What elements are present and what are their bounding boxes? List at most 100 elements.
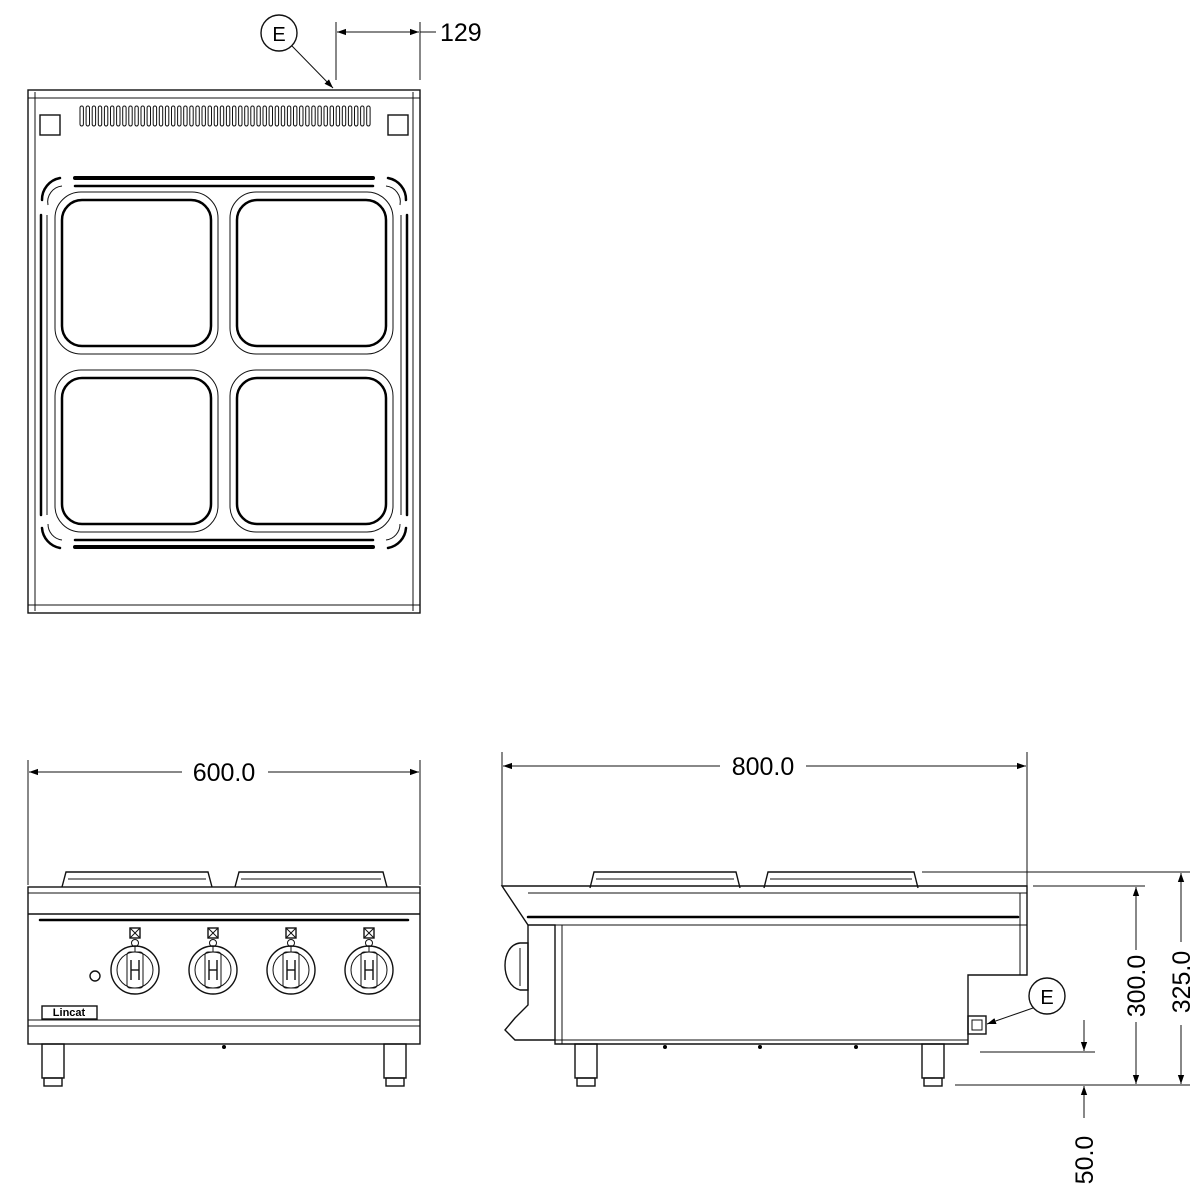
vent-slot [311,105,316,127]
offset-dimension: 129 [335,19,482,80]
brand-text: Lincat [53,1007,86,1019]
vent-slot [97,105,103,127]
rear-right-vent-square [387,114,409,136]
vent-slot [91,105,97,127]
side-body-outline [500,885,1028,1045]
vent-slot [354,105,359,127]
vent-slot [171,105,176,127]
control-knobs [110,927,394,995]
brand-badge [41,1005,98,1020]
vent-slot [341,105,347,127]
vent-slot [286,105,292,127]
front-hotplate-right [234,871,388,888]
hotplate-front-left [54,369,219,533]
hotplate-front-right [229,369,394,533]
vent-slot [213,105,219,127]
height-dimension-label: 300.0 [1123,955,1151,1018]
vent-slot [250,105,255,127]
side-hotplate-right [763,871,919,889]
vent-slot [122,105,127,127]
overall-height-dimension-label: 325.0 [1168,951,1196,1014]
hob-top-outline [27,89,421,614]
callout-e-side-label: E [1040,987,1053,1009]
callout-e-top: E [260,14,334,89]
control-knob [266,927,316,995]
callout-e-side: E [986,977,1066,1025]
vent-slot [244,105,249,127]
vent-slot [360,105,365,127]
side-foot-front [574,1043,598,1079]
side-rear-connector [967,1015,987,1035]
control-knob [188,927,238,995]
front-foot-left [41,1043,65,1079]
offset-dimension-label: 129 [440,19,482,47]
foot-dimension: 50.0 [980,1020,1099,1184]
vent-slot [134,105,139,127]
depth-dimension: 800.0 [501,752,1028,975]
indicator-light [89,970,101,982]
vent-slot [232,105,237,127]
vent-slot [195,105,200,127]
vent-slot [317,105,322,127]
front-hotplate-left [61,871,213,888]
vent-slot [280,105,286,127]
side-knob [504,942,529,991]
rear-vent-slots [79,105,371,127]
hotplate-rear-left [54,191,219,355]
vent-slot [158,105,164,127]
top-view: E 129 [27,14,482,614]
vent-slot [274,105,280,127]
callout-e-top-circle [260,14,298,52]
control-knob [110,927,160,995]
width-dimension-label: 600.0 [193,759,256,787]
foot-dimension-label: 50.0 [1071,1136,1099,1185]
callout-e-top-label: E [272,24,285,46]
vent-slot [262,105,267,127]
vent-slot [189,105,194,127]
front-feet [41,1043,407,1087]
side-fascia [504,925,555,1041]
vent-slot [299,105,304,127]
width-dimension: 600.0 [27,759,421,885]
vent-slot [164,105,170,127]
vent-slot [347,105,353,127]
vent-slot [140,105,145,127]
front-foot-right [383,1043,407,1079]
vent-slot [238,105,243,127]
vent-slot [110,105,115,127]
side-view: 800.0 E [500,752,1196,1184]
vent-slot [146,105,152,127]
vent-slot [256,105,261,127]
control-knob [344,927,394,995]
depth-dimension-label: 800.0 [732,753,795,781]
vent-slot [207,105,213,127]
vent-slot [152,105,158,127]
side-hotplate-left [589,871,741,889]
vent-slot [268,105,274,127]
height-dimension: 300.0 [955,885,1190,1086]
vent-slot [323,105,328,127]
vent-slot [219,105,225,127]
vent-slot [293,105,298,127]
side-feet [574,1043,945,1087]
vent-slot [335,105,341,127]
vent-slot [225,105,231,127]
vent-slot [329,105,335,127]
vent-slot [366,105,371,127]
front-view: 600.0 Lincat [27,759,421,1087]
vent-slot [201,105,206,127]
vent-slot [305,105,310,127]
vent-slot [79,105,84,127]
overall-height-dimension: 325.0 [922,871,1196,1084]
vent-slot [177,105,182,127]
hotplate-rear-right [229,191,394,355]
vent-slot [85,105,90,127]
vent-slot [116,105,121,127]
rear-left-vent-square [39,114,61,136]
vent-slot [128,105,133,127]
callout-e-side-circle [1028,977,1066,1015]
vent-slot [103,105,109,127]
vent-slot [183,105,188,127]
side-foot-rear [921,1043,945,1079]
